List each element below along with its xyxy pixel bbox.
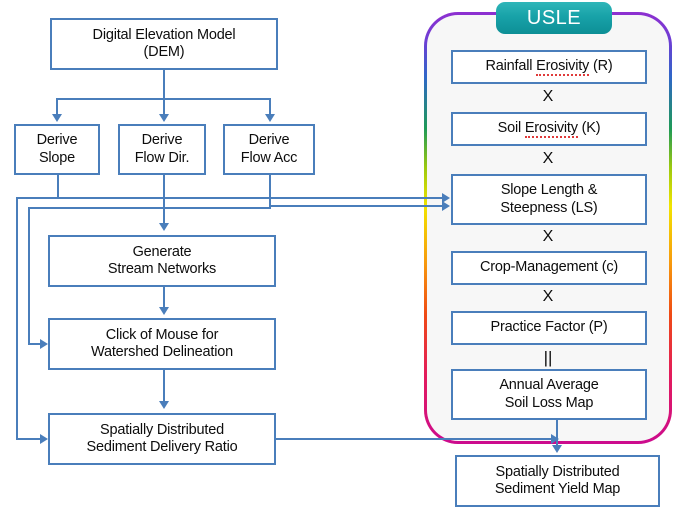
- box-generate-stream-networks[interactable]: Generate Stream Networks: [48, 235, 276, 287]
- connector-slope-down: [57, 175, 59, 199]
- sediment-yield-line1: Spatially Distributed: [495, 463, 620, 480]
- derive-flow-dir-label: Derive Flow Dir.: [132, 132, 193, 166]
- usle-badge-label: USLE: [526, 6, 582, 29]
- box-soil-erosivity[interactable]: Soil Erosivity (K): [451, 112, 647, 146]
- stream-networks-label: Generate Stream Networks: [105, 244, 219, 278]
- connector-flowacc-down: [269, 175, 271, 207]
- soil-erosivity-misspelled: Erosivity: [524, 120, 578, 139]
- box-crop-management[interactable]: Crop-Management (c): [451, 251, 647, 285]
- connector-feedback-watershed-down: [28, 207, 30, 344]
- box-annual-average-soil-loss-map[interactable]: Annual Average Soil Loss Map: [451, 369, 647, 420]
- watershed-label: Click of Mouse for Watershed Delineation: [88, 327, 236, 361]
- connector-feedback-sdr-top: [16, 197, 59, 199]
- soil-loss-map-line2: Soil Loss Map: [504, 394, 594, 411]
- box-derive-slope[interactable]: Derive Slope: [14, 124, 100, 175]
- box-rainfall-erosivity[interactable]: Rainfall Erosivity (R): [451, 50, 647, 84]
- operator-5-glyph: ||: [543, 348, 553, 367]
- connector-sdr-to-yield-bus: [276, 438, 557, 440]
- derive-slope-label: Derive Slope: [34, 132, 81, 166]
- soil-erosivity-prefix: Soil: [497, 120, 525, 137]
- slope-ls-line2: Steepness (LS): [500, 199, 598, 216]
- box-watershed-delineation[interactable]: Click of Mouse for Watershed Delineation: [48, 318, 276, 370]
- usle-badge[interactable]: USLE: [496, 2, 612, 34]
- connector-feedback-sdr-down: [16, 197, 18, 440]
- operator-multiply-3: X: [424, 229, 672, 245]
- box-derive-flow-accumulation[interactable]: Derive Flow Acc: [223, 124, 315, 175]
- soil-loss-map-label: Annual Average Soil Loss Map: [496, 377, 601, 411]
- stream-networks-line2: Stream Networks: [107, 261, 217, 277]
- crop-management-label: Crop-Management (c): [479, 259, 619, 276]
- stream-networks-line1: Generate: [132, 243, 192, 260]
- connector-soilloss-to-yield: [556, 420, 558, 446]
- operator-4-glyph: X: [542, 288, 554, 305]
- slope-ls-label: Slope Length & Steepness (LS): [497, 182, 600, 216]
- connector-feedback-watershed-top: [28, 207, 271, 209]
- derive-flow-acc-label: Derive Flow Acc: [238, 132, 300, 166]
- dem-label: Digital Elevation Model (DEM): [90, 27, 239, 61]
- box-derive-flow-direction[interactable]: Derive Flow Dir.: [118, 124, 206, 175]
- operator-2-glyph: X: [542, 150, 554, 167]
- watershed-line2: Watershed Delineation: [91, 344, 233, 360]
- practice-factor-label: Practice Factor (P): [490, 319, 608, 336]
- derive-slope-line1: Derive: [36, 132, 78, 149]
- connector-feedback-watershed-in: [28, 343, 46, 345]
- connector-dem-down: [163, 70, 165, 98]
- derive-slope-line2: Slope: [38, 149, 76, 166]
- rainfall-erosivity-misspelled: Erosivity: [536, 58, 590, 77]
- operator-multiply-4: X: [424, 289, 672, 305]
- box-practice-factor[interactable]: Practice Factor (P): [451, 311, 647, 345]
- arrowhead-to-sdr: [159, 401, 169, 409]
- sdr-line1: Spatially Distributed: [100, 421, 224, 438]
- connector-flowacc-to-ls-bus: [269, 205, 443, 207]
- dem-line2: (DEM): [143, 44, 185, 60]
- arrowhead-soilloss-to-yield: [552, 445, 562, 453]
- connector-dem-to-flowdir: [163, 98, 165, 116]
- box-digital-elevation-model[interactable]: Digital Elevation Model (DEM): [50, 18, 278, 70]
- arrowhead-to-derive-flow-acc: [265, 114, 275, 122]
- arrowhead-to-derive-flow-dir: [159, 114, 169, 122]
- arrowhead-feedback-to-sdr: [40, 434, 48, 444]
- arrowhead-to-watershed: [159, 307, 169, 315]
- box-slope-length-steepness[interactable]: Slope Length & Steepness (LS): [451, 174, 647, 225]
- rainfall-erosivity-prefix: Rainfall: [485, 58, 537, 75]
- sdr-line2: Sediment Delivery Ratio: [86, 439, 238, 455]
- sediment-yield-label: Spatially Distributed Sediment Yield Map: [492, 464, 623, 498]
- derive-flow-dir-line1: Derive: [141, 132, 183, 149]
- watershed-line1: Click of Mouse for: [105, 326, 219, 343]
- connector-dem-to-flowacc: [269, 98, 271, 116]
- derive-flow-dir-line2: Flow Dir.: [134, 149, 190, 166]
- box-sediment-yield-map[interactable]: Spatially Distributed Sediment Yield Map: [455, 455, 660, 507]
- soil-erosivity-label: Soil Erosivity (K): [495, 120, 604, 139]
- dem-line1: Digital Elevation Model: [92, 26, 236, 43]
- operator-multiply-2: X: [424, 151, 672, 167]
- derive-flow-acc-line2: Flow Acc: [240, 149, 298, 166]
- operator-1-glyph: X: [542, 88, 554, 105]
- connector-feedback-sdr-in: [16, 438, 46, 440]
- soil-erosivity-suffix: (K): [577, 120, 601, 137]
- arrowhead-to-derive-slope: [52, 114, 62, 122]
- arrowhead-feedback-to-watershed: [40, 339, 48, 349]
- arrowhead-slope-to-ls: [442, 193, 450, 203]
- connector-slope-to-ls-bus: [57, 197, 443, 199]
- operator-equals: ||: [424, 349, 672, 366]
- derive-flow-acc-line1: Derive: [248, 132, 290, 149]
- arrowhead-flowacc-to-ls: [442, 201, 450, 211]
- operator-multiply-1: X: [424, 89, 672, 105]
- connector-watershed-to-sdr: [163, 370, 165, 402]
- connector-flowdir-down: [163, 175, 165, 223]
- connector-stream-to-watershed: [163, 287, 165, 308]
- connector-dem-to-slope: [56, 98, 58, 116]
- sdr-label: Spatially Distributed Sediment Delivery …: [84, 422, 241, 456]
- rainfall-erosivity-suffix: (R): [589, 58, 613, 75]
- operator-3-glyph: X: [542, 228, 554, 245]
- rainfall-erosivity-label: Rainfall Erosivity (R): [483, 58, 616, 77]
- slope-ls-line1: Slope Length &: [500, 182, 598, 199]
- arrowhead-sdr-to-yield: [551, 434, 559, 444]
- arrowhead-to-stream-networks: [159, 223, 169, 231]
- sediment-yield-line2: Sediment Yield Map: [494, 481, 621, 497]
- box-sediment-delivery-ratio[interactable]: Spatially Distributed Sediment Delivery …: [48, 413, 276, 465]
- soil-loss-map-line1: Annual Average: [499, 377, 599, 394]
